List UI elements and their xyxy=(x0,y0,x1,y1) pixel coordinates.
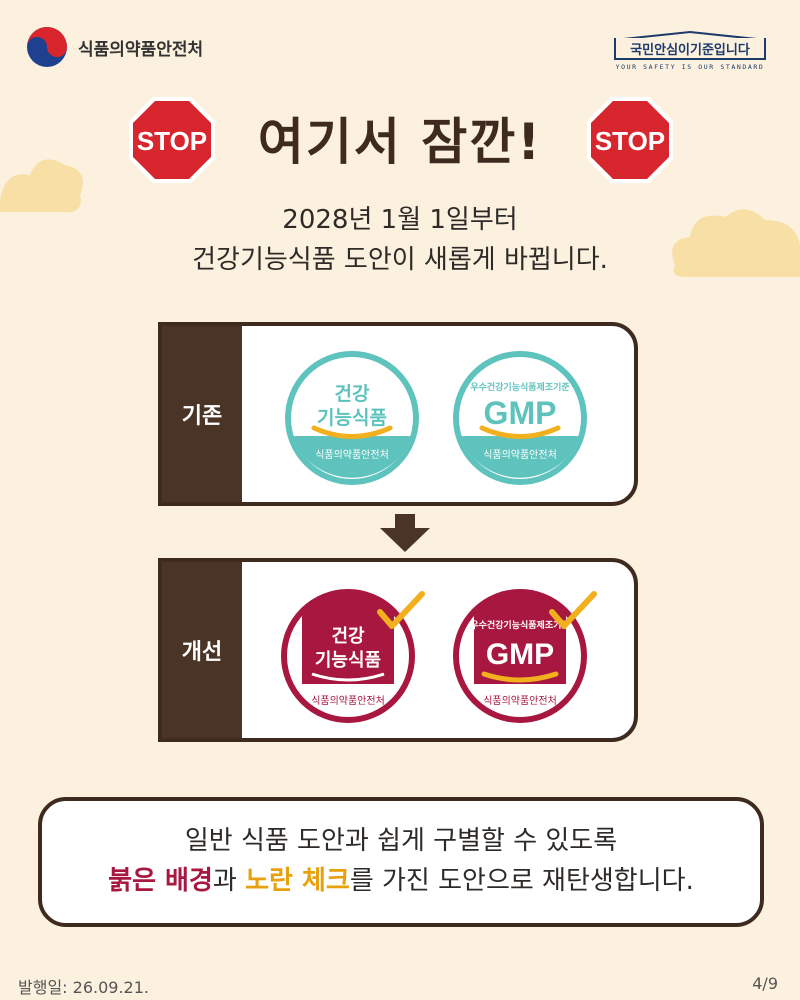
publish-date: 발행일: 26.09.21. xyxy=(18,978,149,997)
page-title: 여기서 잠깐! xyxy=(257,113,543,171)
old-health-food-mark-icon: 건강 기능식품 식품의약품안전처 xyxy=(285,351,419,485)
before-panel: 기존 건강 기능식품 식품의약품안전처 우수건강기능식품제조기준 GMP 식품의… xyxy=(158,322,638,506)
new-gmp-mark-icon: 우수건강기능식품제조기준 GMP 식품의약품안전처 xyxy=(453,589,597,723)
svg-text:STOP: STOP xyxy=(595,126,665,156)
stop-sign-icon: STOP xyxy=(129,97,215,183)
svg-text:식품의약품안전처: 식품의약품안전처 xyxy=(483,449,557,461)
red-background-text: 붉은 배경 xyxy=(108,866,213,896)
svg-text:식품의약품안전처: 식품의약품안전처 xyxy=(483,695,557,707)
svg-text:건강: 건강 xyxy=(331,626,365,647)
cloud-left xyxy=(0,159,83,213)
down-arrow-icon xyxy=(380,514,430,552)
mfds-logo-icon xyxy=(27,27,67,67)
svg-text:건강: 건강 xyxy=(335,383,370,405)
svg-text:GMP: GMP xyxy=(484,395,557,431)
slogan-subtitle: YOUR SAFETY IS OUR STANDARD xyxy=(615,63,765,71)
cloud-right xyxy=(672,209,800,277)
svg-text:STOP: STOP xyxy=(137,126,207,156)
svg-text:우수건강기능식품제조기준: 우수건강기능식품제조기준 xyxy=(470,619,569,631)
before-label: 기존 xyxy=(162,326,242,502)
intro-line-1: 2028년 1월 1일부터 xyxy=(282,205,518,235)
summary-line-2: 붉은 배경과 노란 체크를 가진 도안으로 재탄생합니다. xyxy=(108,866,694,896)
house-roof-icon xyxy=(613,30,767,41)
org-name: 식품의약품안전처 xyxy=(78,39,204,60)
stop-sign-icon: STOP xyxy=(587,97,673,183)
summary-box: 일반 식품 도안과 쉽게 구별할 수 있도록 붉은 배경과 노란 체크를 가진 … xyxy=(38,797,764,927)
svg-text:식품의약품안전처: 식품의약품안전처 xyxy=(315,449,389,461)
summary-line-1: 일반 식품 도안과 쉽게 구별할 수 있도록 xyxy=(184,826,618,856)
svg-text:식품의약품안전처: 식품의약품안전처 xyxy=(311,695,385,707)
intro-line-2: 건강기능식품 도안이 새롭게 바뀝니다. xyxy=(192,245,608,275)
after-label: 개선 xyxy=(162,562,242,738)
intro-text: 2028년 1월 1일부터 건강기능식품 도안이 새롭게 바뀝니다. xyxy=(0,200,800,280)
old-gmp-mark-icon: 우수건강기능식품제조기준 GMP 식품의약품안전처 xyxy=(453,351,587,485)
new-health-food-mark-icon: 건강 기능식품 식품의약품안전처 xyxy=(281,589,425,723)
svg-text:GMP: GMP xyxy=(486,638,554,671)
svg-text:기능식품: 기능식품 xyxy=(315,650,381,671)
yellow-check-text: 노란 체크 xyxy=(245,866,350,896)
after-panel: 개선 건강 기능식품 식품의약품안전처 우수건강기능식품제조기준 GMP 식품의… xyxy=(158,558,638,742)
svg-text:기능식품: 기능식품 xyxy=(317,407,387,429)
header: 식품의약품안전처 xyxy=(24,24,203,70)
page-indicator: 4/9 xyxy=(752,974,778,993)
svg-text:우수건강기능식품제조기준: 우수건강기능식품제조기준 xyxy=(470,381,569,393)
